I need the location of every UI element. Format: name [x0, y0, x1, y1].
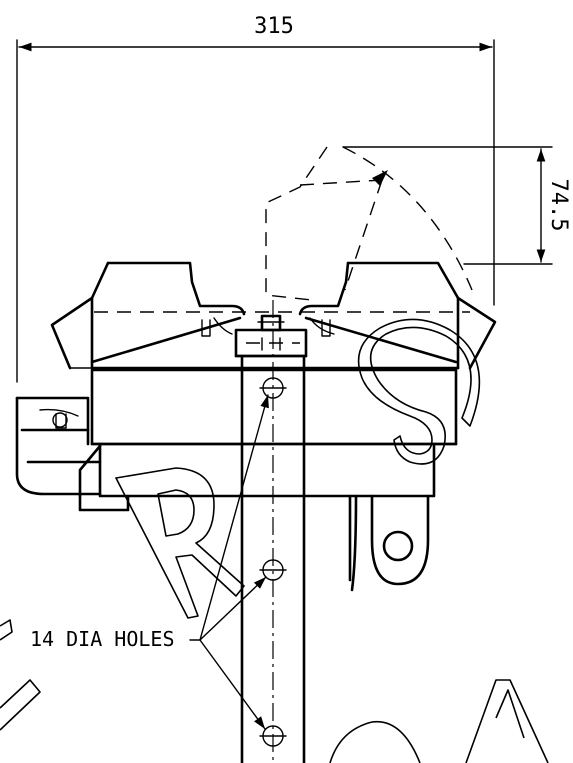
- swing-arrow-head: [372, 170, 388, 186]
- holes-leaders: [189, 394, 269, 730]
- watermark-letter-a: [465, 679, 549, 763]
- watermark: [0, 318, 549, 763]
- main-body: [69, 366, 460, 446]
- swung-jaw-outline: [265, 146, 473, 301]
- watermark-letter-s: [357, 318, 481, 465]
- dimension-overall-width: 315: [16, 14, 495, 383]
- watermark-letter-r: [115, 467, 245, 619]
- holes-note-text: 14 DIA HOLES: [30, 627, 175, 651]
- center-bolt: [234, 314, 308, 358]
- vertical-stem: [240, 300, 306, 763]
- right-jaw: [298, 261, 497, 370]
- dimension-text-width: 315: [254, 14, 294, 39]
- left-handle: [15, 396, 102, 498]
- watermark-fragment-left: [0, 679, 41, 731]
- lower-body: [78, 442, 436, 592]
- dimension-text-rise: 74.5: [546, 179, 571, 232]
- left-jaw: [50, 261, 246, 370]
- dimension-swing-rise: 74.5: [342, 146, 571, 265]
